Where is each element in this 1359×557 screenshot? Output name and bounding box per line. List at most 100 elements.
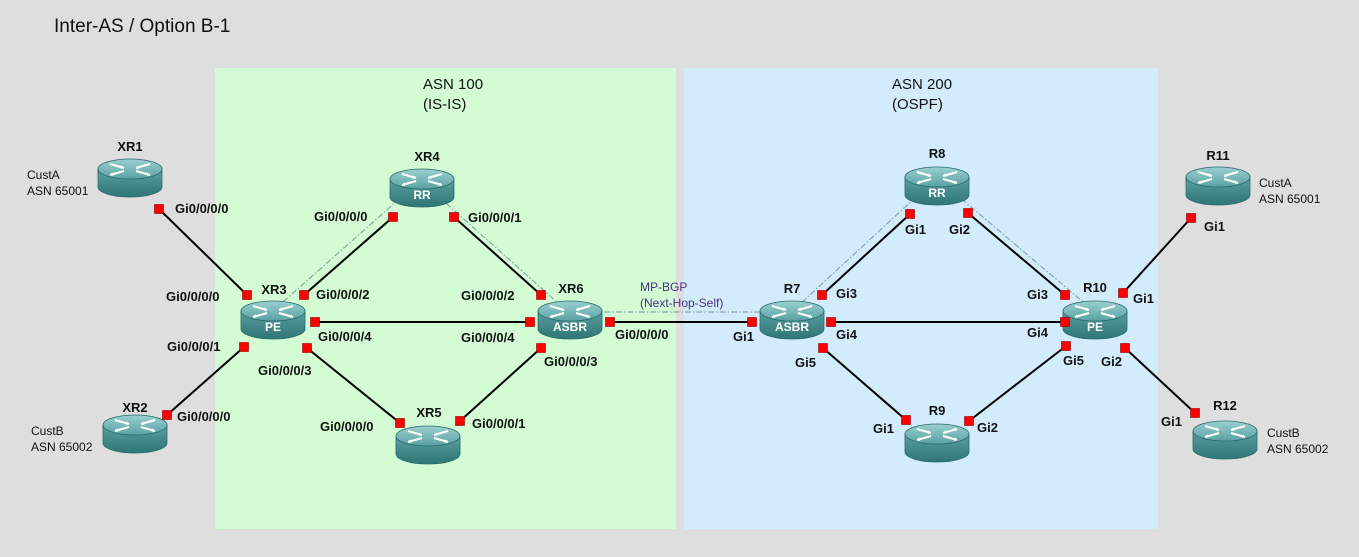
router-name: XR6 (558, 281, 583, 296)
router-name: XR3 (261, 282, 286, 297)
interface-label: Gi2 (977, 420, 998, 435)
port-xr6-gi0-0-0-3 (536, 343, 546, 353)
interface-label: Gi0/0/0/4 (461, 330, 515, 345)
router-name: XR2 (122, 400, 147, 415)
interface-label: Gi1 (1204, 219, 1225, 234)
router-icon (1185, 166, 1251, 206)
port-r7-gi3 (817, 290, 827, 300)
port-r10-gi1 (1118, 288, 1128, 298)
port-r7-gi5 (818, 343, 828, 353)
diagram-title: Inter-AS / Option B-1 (54, 16, 230, 37)
link-xr5-xr6 (459, 347, 542, 422)
port-xr1-gi0-0-0-0 (154, 204, 164, 214)
interface-label: Gi0/0/0/0 (615, 327, 668, 342)
customer-name: CustB (1267, 426, 1300, 440)
link-xr2-xr3 (166, 346, 245, 416)
interface-label: Gi0/0/0/1 (468, 210, 521, 225)
port-r11-gi1 (1186, 213, 1196, 223)
interface-label: Gi0/0/0/2 (316, 287, 369, 302)
interface-label: Gi0/0/0/1 (167, 339, 220, 354)
port-r10-gi5 (1061, 341, 1071, 351)
router-role-label: PE (265, 320, 281, 334)
customer-asn: ASN 65002 (31, 440, 93, 454)
router-xr5[interactable]: XR5 (395, 405, 461, 465)
port-xr5-gi0-0-0-0 (395, 418, 405, 428)
interface-label: Gi3 (836, 286, 857, 301)
port-r8-gi1 (905, 209, 915, 219)
router-r12[interactable]: R12 (1192, 398, 1258, 460)
customer-asn: ASN 65002 (1267, 442, 1329, 456)
port-r10-gi2 (1120, 343, 1130, 353)
router-name: R12 (1213, 398, 1237, 413)
interface-label: Gi4 (836, 327, 858, 342)
router-r11[interactable]: R11 (1185, 148, 1251, 206)
port-r12-gi1 (1190, 408, 1200, 418)
region-protocol-asn200: (OSPF) (892, 96, 943, 113)
interface-label: Gi1 (733, 329, 754, 344)
interface-label: Gi0/0/0/0 (320, 419, 373, 434)
router-role-label: ASBR (775, 320, 809, 334)
interface-label: Gi2 (949, 222, 970, 237)
router-role-label: ASBR (553, 320, 587, 334)
port-xr4-gi0-0-0-0 (388, 212, 398, 222)
bgp-session-option: (Next-Hop-Self) (640, 296, 723, 310)
customer-asn: ASN 65001 (27, 184, 89, 198)
interface-label: Gi1 (873, 421, 894, 436)
router-role-label: RR (413, 188, 431, 202)
port-r7-gi4 (826, 317, 836, 327)
interface-label: Gi0/0/0/0 (166, 289, 219, 304)
router-icon (102, 414, 168, 454)
port-xr6-gi0-0-0-4 (525, 317, 535, 327)
link-r10-r12 (1124, 347, 1196, 414)
port-r9-gi2 (964, 416, 974, 426)
router-name: R7 (784, 281, 801, 296)
port-xr3-gi0-0-0-2 (299, 290, 309, 300)
interface-label: Gi0/0/0/0 (177, 409, 230, 424)
link-r7-r8 (821, 213, 911, 296)
customer-asn: ASN 65001 (1259, 192, 1321, 206)
customer-name: CustB (31, 424, 64, 438)
interface-label: Gi2 (1101, 354, 1122, 369)
link-xr1-xr3 (158, 208, 248, 296)
router-xr1[interactable]: XR1 (97, 139, 163, 198)
link-xr4-xr6 (453, 216, 542, 296)
interface-label: Gi0/0/0/3 (544, 354, 597, 369)
router-icon (537, 300, 603, 340)
interface-label: Gi5 (795, 355, 816, 370)
port-r8-gi2 (963, 208, 973, 218)
interface-label: Gi0/0/0/3 (258, 363, 311, 378)
router-name: R8 (929, 146, 946, 161)
router-icon (97, 158, 163, 198)
interface-label: Gi4 (1027, 325, 1049, 340)
router-icon (240, 300, 306, 340)
bgp-session-r7-r8 (784, 183, 931, 319)
router-name: XR5 (416, 405, 441, 420)
router-icon (389, 168, 455, 208)
port-r7-gi1 (747, 317, 757, 327)
interface-label: Gi1 (1161, 414, 1182, 429)
port-xr6-gi0-0-0-2 (536, 290, 546, 300)
router-role-label: PE (1087, 320, 1103, 334)
router-icon (1062, 300, 1128, 340)
router-name: R9 (929, 403, 946, 418)
router-name: R11 (1206, 148, 1229, 163)
interface-label: Gi1 (1133, 291, 1154, 306)
customer-name: CustA (27, 168, 60, 182)
customer-name: CustA (1259, 176, 1292, 190)
port-r10-gi4 (1060, 317, 1070, 327)
router-name: XR1 (117, 139, 142, 154)
router-icon (395, 425, 461, 465)
router-r9[interactable]: R9 (904, 403, 970, 463)
interface-label: Gi0/0/0/4 (318, 329, 372, 344)
interface-label: Gi0/0/0/2 (461, 288, 514, 303)
router-icon (904, 166, 970, 206)
link-xr3-xr5 (306, 347, 401, 424)
router-xr2[interactable]: XR2 (102, 400, 168, 454)
